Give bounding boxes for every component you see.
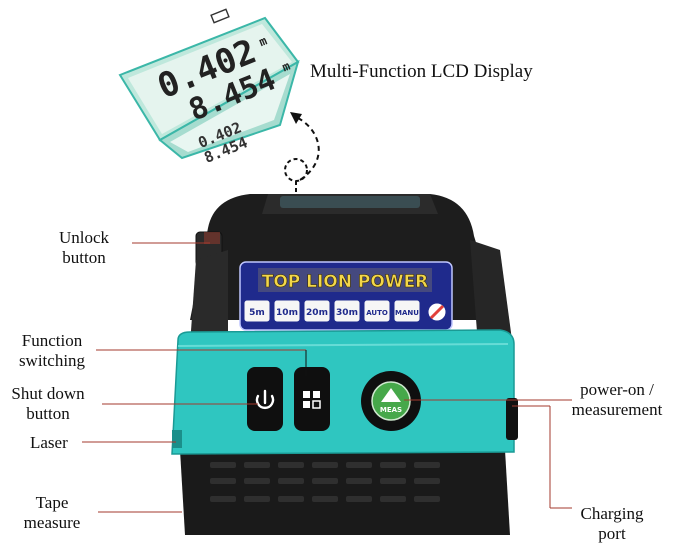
function-switching-label: Function switching — [4, 331, 100, 371]
leader-lines — [82, 242, 572, 513]
unlock-label-line1: Unlock — [58, 228, 110, 247]
mode-icon-label-5: MANU — [395, 309, 419, 317]
mode-icon-label-2: 20m — [306, 308, 328, 318]
laser-beam-icon — [429, 304, 445, 320]
power-label-line1: power-on / — [580, 380, 654, 399]
charging-port — [506, 398, 518, 440]
callout-arrow — [284, 112, 320, 196]
function-label-line1: Function — [21, 331, 83, 350]
mode-icon-0 — [243, 299, 271, 323]
mode-icon-5 — [393, 299, 421, 323]
lcd-unit-bottom: m — [280, 59, 292, 75]
charging-label-line2: port — [598, 524, 626, 543]
power-measure-label: power-on / measurement — [562, 380, 672, 420]
charging-label-line1: Charging — [580, 504, 644, 523]
lcd-unit-top: m — [257, 33, 269, 49]
power-label-line2: measurement — [571, 400, 663, 419]
tape-label-line1: Tape — [35, 493, 69, 512]
lcd-display-exploded: 0.402 8.454 m m 0.402 8.454 — [118, 8, 300, 167]
battery-icon — [210, 8, 230, 24]
laser-label: Laser — [30, 433, 68, 452]
brand-plate: TOP LION POWER 5m 10m 20m 30m AUTO MANU — [239, 261, 453, 331]
mode-icon-1 — [273, 299, 301, 323]
charging-port-label: Charging port — [570, 504, 654, 544]
laser-aperture — [172, 430, 182, 448]
mode-icon-label-1: 10m — [276, 308, 298, 318]
function-label-line2: switching — [18, 351, 86, 370]
shutdown-label-line2: button — [26, 404, 70, 423]
brand-name: TOP LION POWER — [262, 272, 429, 292]
power-icon — [255, 389, 275, 409]
measure-arrow-icon — [381, 388, 401, 402]
function-grid-icon — [303, 391, 321, 409]
meas-label: MEAS — [380, 406, 402, 414]
lcd-display-title: Multi-Function LCD Display — [310, 61, 533, 82]
tape-measure-label: Tape measure — [6, 493, 98, 533]
unlock-button-label: Unlock button — [34, 228, 134, 268]
function-switch-button[interactable] — [294, 367, 330, 431]
shutdown-label-line1: Shut down — [11, 384, 85, 403]
mode-icon-4 — [363, 299, 391, 323]
mode-icons: 5m 10m 20m 30m AUTO MANU — [243, 299, 421, 323]
mode-icon-label-3: 30m — [336, 308, 358, 318]
mode-icon-label-0: 5m — [249, 308, 265, 318]
teal-control-band: MEAS — [171, 329, 515, 455]
tape-label-line2: measure — [23, 513, 81, 532]
mode-icon-3 — [333, 299, 361, 323]
tape-grille — [210, 462, 440, 502]
mode-icon-2 — [303, 299, 331, 323]
unlock-label-line2: button — [62, 248, 106, 267]
shutdown-button-label: Shut down button — [0, 384, 96, 424]
mode-icon-label-4: AUTO — [366, 309, 388, 317]
